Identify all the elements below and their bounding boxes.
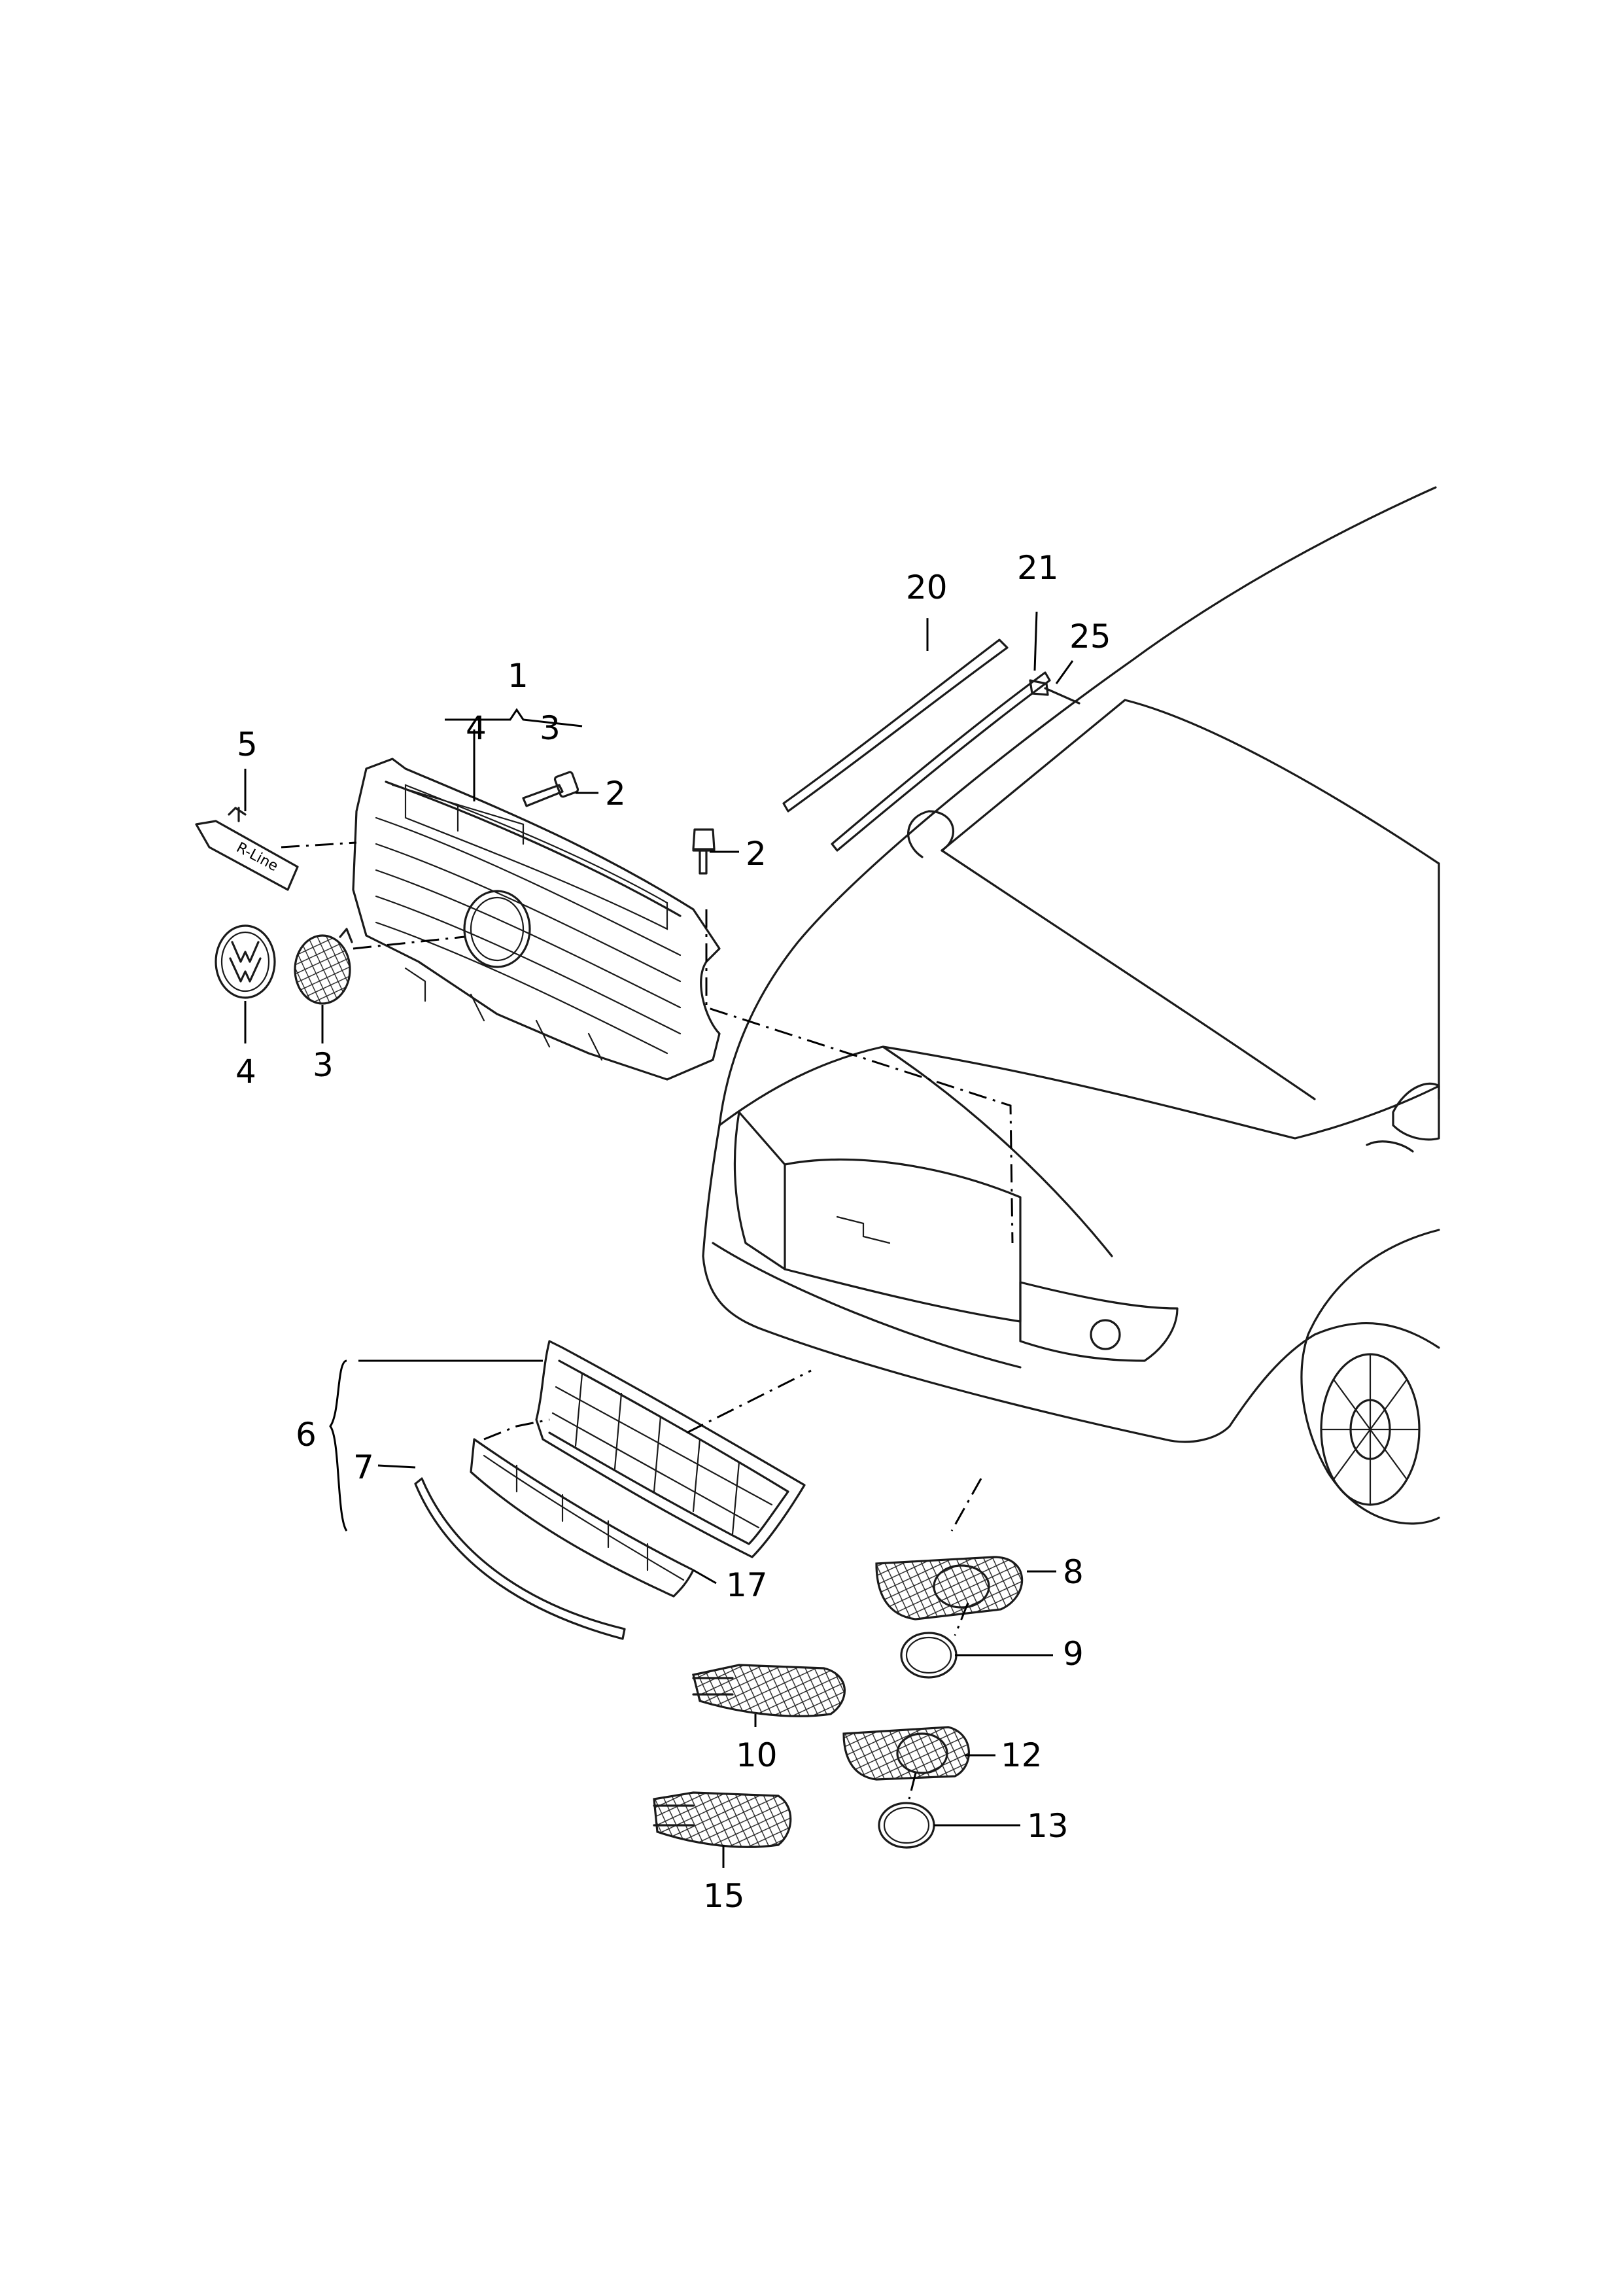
lower-trim-17: [470, 1438, 695, 1598]
trim-strip-7: [414, 1477, 626, 1640]
callout-1: 1: [508, 657, 528, 695]
callout-5: 5: [237, 726, 258, 763]
callout-12: 12: [1001, 1736, 1043, 1774]
insert-15: [653, 1791, 792, 1848]
moulding-20: [782, 639, 1009, 813]
callout-4-emblem: 4: [235, 1053, 256, 1091]
callout-10: 10: [736, 1736, 778, 1774]
callout-21: 21: [1017, 549, 1059, 587]
callout-3-top: 3: [540, 709, 561, 747]
callout-20: 20: [906, 569, 948, 606]
callout-4-top: 4: [466, 709, 487, 747]
leader-lines: [244, 611, 1074, 1868]
callout-9: 9: [1063, 1635, 1084, 1673]
screw-lower: [692, 828, 716, 875]
vehicle-outline: [702, 486, 1440, 1525]
insert-10: [692, 1664, 846, 1717]
mesh-emblem-carrier: [294, 928, 353, 1005]
callout-6: 6: [296, 1416, 317, 1454]
fog-grille-8: [875, 1556, 1024, 1621]
fog-ring-13: [878, 1802, 935, 1849]
callout-13: 13: [1027, 1807, 1069, 1845]
fog-ring-9: [900, 1632, 958, 1679]
fog-grille-12: [842, 1726, 970, 1781]
callout-2-lower: 2: [746, 835, 767, 873]
screw-upper: [522, 771, 579, 807]
lower-grille: [535, 1340, 806, 1558]
callout-8: 8: [1063, 1553, 1084, 1591]
callout-7: 7: [353, 1448, 374, 1486]
clip-25: [1029, 679, 1080, 705]
callout-labels: 1 4 3 5 2 2 4 3 20 21 25 6 7 17 8 9 10 1…: [235, 549, 1111, 1915]
r-line-badge: R-Line: [195, 807, 299, 891]
moulding-21: [831, 671, 1051, 852]
callout-25: 25: [1069, 618, 1111, 656]
vw-emblem: [215, 924, 276, 999]
main-grille: [352, 758, 721, 1081]
callout-2-upper: 2: [605, 775, 626, 813]
callout-15: 15: [703, 1877, 745, 1915]
callout-17: 17: [726, 1566, 768, 1604]
callout-3-emblem: 3: [313, 1046, 334, 1084]
